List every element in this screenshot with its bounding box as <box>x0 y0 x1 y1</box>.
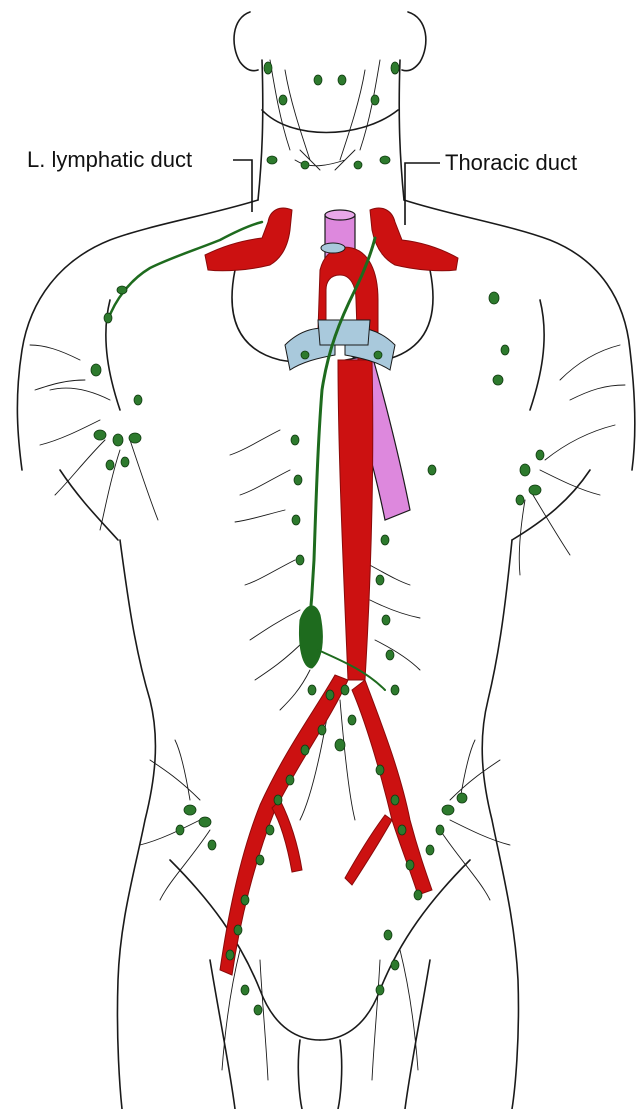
lymph-node <box>291 435 299 445</box>
lymph-node <box>374 351 382 359</box>
lymph-node <box>536 450 544 460</box>
left-lymphatic-duct-label: L. lymphatic duct <box>27 149 192 171</box>
lymph-node <box>234 925 242 935</box>
lymph-node <box>529 485 541 495</box>
right-inner-arm <box>512 470 590 540</box>
right-armpit <box>530 300 544 410</box>
lymph-node <box>256 855 264 865</box>
lymph-node <box>398 825 406 835</box>
left-shoulder-arm <box>17 200 258 470</box>
lymph-node <box>501 345 509 355</box>
lymph-node <box>301 745 309 755</box>
vena-cava-top <box>325 210 355 220</box>
body-outline <box>17 12 634 1109</box>
right-duct-leader <box>405 163 440 225</box>
right-torso-side <box>482 540 518 1109</box>
lymph-node <box>266 825 274 835</box>
lymph-node <box>516 495 524 505</box>
lymph-node <box>391 795 399 805</box>
lymph-node <box>241 895 249 905</box>
lymph-node <box>391 960 399 970</box>
lymph-node <box>348 715 356 725</box>
lymph-node <box>292 515 300 525</box>
lymph-node <box>106 460 114 470</box>
lymph-node <box>436 825 444 835</box>
lymph-node <box>326 690 334 700</box>
lymph-nodes <box>91 62 544 1015</box>
lymph-node <box>457 793 467 803</box>
lymph-node <box>294 475 302 485</box>
left-lymphatic-duct <box>108 222 262 320</box>
lymph-node <box>91 364 101 376</box>
lymph-node <box>382 615 390 625</box>
lymph-node <box>376 985 384 995</box>
lymph-node <box>129 433 141 443</box>
lymph-node <box>338 75 346 85</box>
thoracic-duct-label: Thoracic duct <box>445 152 577 174</box>
lymph-node <box>376 765 384 775</box>
lymph-node <box>286 775 294 785</box>
lymph-node <box>267 156 277 164</box>
lymph-node <box>442 805 454 815</box>
groin-right <box>320 860 470 1040</box>
neck-left <box>258 60 263 200</box>
lymph-node <box>406 860 414 870</box>
lymph-node <box>254 1005 262 1015</box>
lymph-node <box>386 650 394 660</box>
lymph-node <box>391 685 399 695</box>
lymph-node <box>341 685 349 695</box>
lymph-node <box>380 156 390 164</box>
left-torso-side <box>117 540 155 1109</box>
lymph-node <box>208 840 216 850</box>
lymph-node <box>520 464 530 476</box>
lymph-node <box>184 805 196 815</box>
leg-inner-right <box>405 960 430 1109</box>
lymph-node <box>391 62 399 74</box>
lymph-node <box>376 575 384 585</box>
descending-aorta <box>338 360 373 680</box>
lymph-node <box>134 395 142 405</box>
lymph-node <box>493 375 503 385</box>
right-subclavian-artery <box>370 208 458 271</box>
jaw-line <box>262 110 398 133</box>
lymph-node <box>301 351 309 359</box>
lymph-node <box>279 95 287 105</box>
lymph-node <box>414 890 422 900</box>
lymph-node <box>308 685 316 695</box>
neck-right <box>399 60 404 200</box>
lymph-node <box>296 555 304 565</box>
lymph-node <box>226 950 234 960</box>
lymph-node <box>241 985 249 995</box>
lymph-node <box>94 430 106 440</box>
lymph-node <box>113 434 123 446</box>
lymph-node <box>274 795 282 805</box>
lymph-node <box>318 725 326 735</box>
cisterna-chyli <box>300 606 323 668</box>
genital-outline <box>298 1040 341 1109</box>
lymph-node <box>176 825 184 835</box>
lymph-node <box>335 739 345 751</box>
left-subclavian-artery <box>205 208 292 271</box>
lymph-node <box>371 95 379 105</box>
lymph-node <box>354 161 362 169</box>
left-internal-iliac <box>272 800 302 872</box>
left-ear <box>234 12 258 71</box>
lymph-node <box>121 457 129 467</box>
lymph-node <box>428 465 436 475</box>
lymph-node <box>384 930 392 940</box>
lymph-node <box>104 313 112 323</box>
right-ear <box>402 12 426 71</box>
right-internal-iliac <box>345 815 392 885</box>
lymph-node <box>199 817 211 827</box>
lymph-node <box>264 62 272 74</box>
aorta-top <box>321 243 345 253</box>
lymph-node <box>314 75 322 85</box>
leg-inner-left <box>210 960 235 1109</box>
lymph-node <box>426 845 434 855</box>
lymph-node <box>301 161 309 169</box>
lymph-node <box>117 286 127 294</box>
lymph-node <box>381 535 389 545</box>
pulmonary-trunk <box>318 320 370 345</box>
lymph-node <box>489 292 499 304</box>
